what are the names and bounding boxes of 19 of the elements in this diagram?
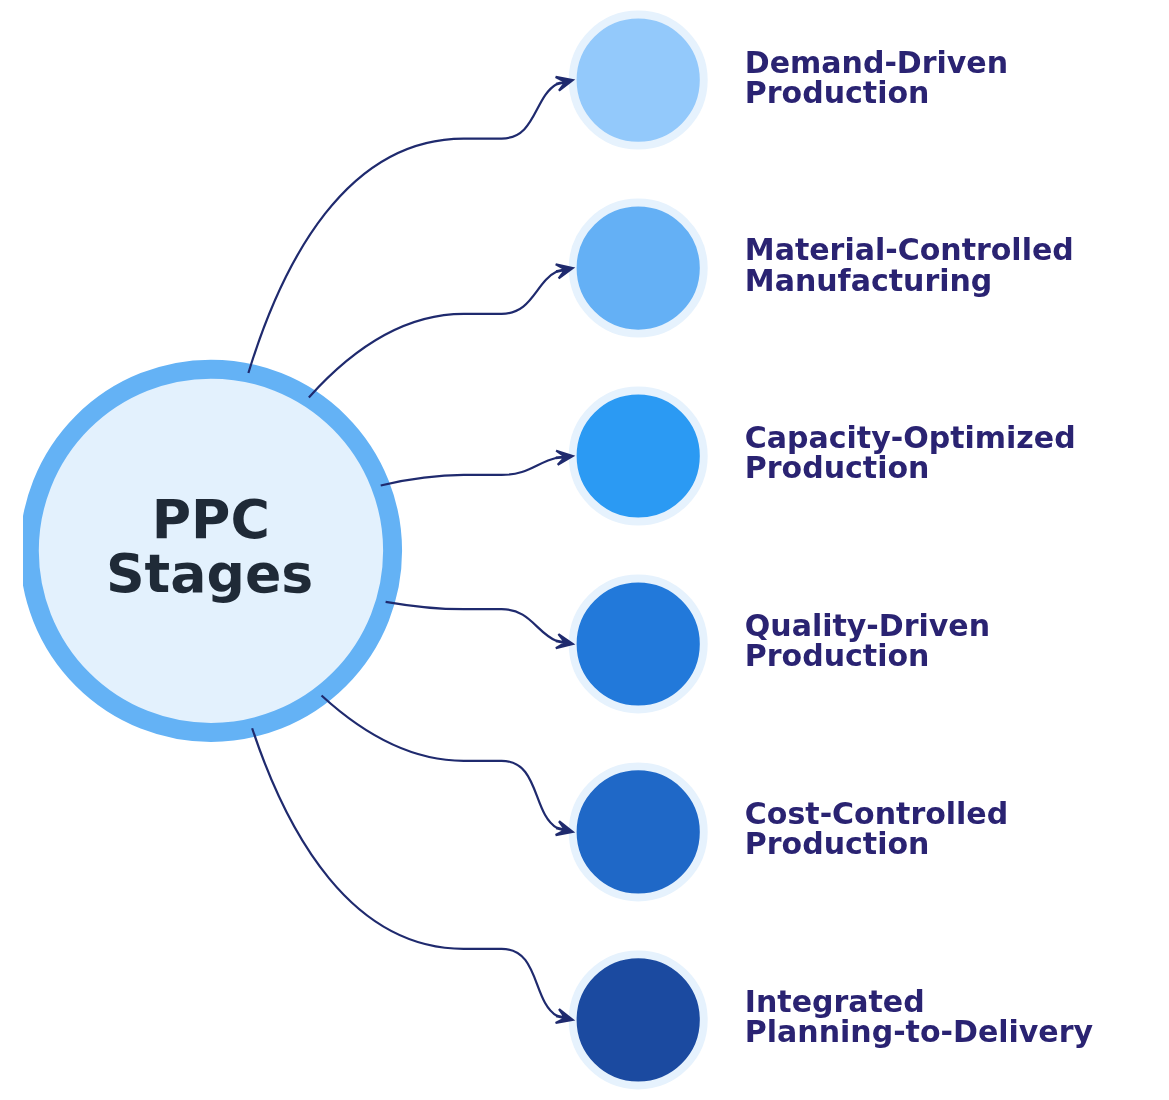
arrow <box>380 449 574 487</box>
arrow <box>247 75 574 374</box>
arrow <box>320 694 574 837</box>
arrow <box>251 727 574 1025</box>
node-label: Quality-Driven Production <box>744 608 991 674</box>
arrow <box>308 263 574 399</box>
node-circle: PPC Stages <box>23 359 403 742</box>
node-circle <box>568 386 708 526</box>
node-circle <box>568 950 708 1090</box>
node-circle <box>568 762 708 902</box>
node-label: Integrated Planning-to-Delivery <box>744 984 1094 1050</box>
node-label: Demand-Driven Production <box>744 44 1009 110</box>
node-circle <box>568 574 708 714</box>
node-label: Capacity-Optimized Production <box>744 420 1076 486</box>
node-circle <box>568 198 708 338</box>
arrow <box>385 600 574 650</box>
node-label: Material-Controlled Manufacturing <box>744 232 1074 298</box>
node-label: Cost-Controlled Production <box>744 796 1009 862</box>
node-circle <box>568 10 708 150</box>
